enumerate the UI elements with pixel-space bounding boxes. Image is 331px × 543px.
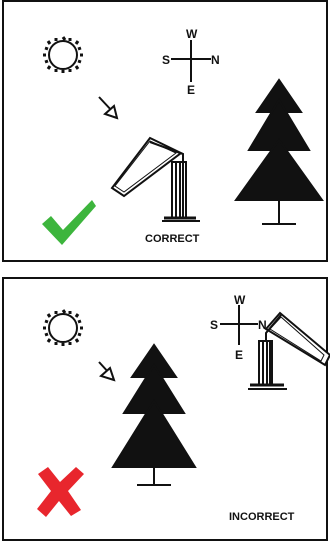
compass-south-label: S	[162, 53, 170, 67]
compass-north-label: N	[211, 53, 220, 67]
compass-icon	[220, 305, 258, 345]
sun-icon	[43, 309, 83, 346]
tree-icon	[234, 78, 324, 225]
sun-ray-arrow-icon	[98, 96, 119, 120]
incorrect-illustration: W S N E	[37, 293, 330, 517]
tree-icon	[111, 343, 197, 486]
compass-east-label: E	[187, 83, 195, 97]
solar-panel-icon	[248, 311, 330, 390]
incorrect-panel: W S N E INCORREC	[2, 277, 330, 541]
compass-west-label: W	[186, 27, 198, 41]
correct-illustration: W S N E	[42, 27, 324, 245]
correct-panel: W S N E CORRECT	[2, 0, 328, 262]
sun-icon	[43, 36, 83, 73]
compass-east-label: E	[235, 348, 243, 362]
check-icon	[42, 200, 96, 245]
compass-north-label: N	[258, 318, 267, 332]
incorrect-label: INCORRECT	[229, 511, 295, 523]
compass-south-label: S	[210, 318, 218, 332]
correct-label: CORRECT	[145, 233, 200, 245]
sun-ray-arrow-icon	[98, 361, 116, 382]
x-icon	[37, 467, 84, 517]
compass-icon	[171, 40, 211, 82]
compass-west-label: W	[234, 293, 246, 307]
solar-panel-icon	[110, 136, 200, 222]
